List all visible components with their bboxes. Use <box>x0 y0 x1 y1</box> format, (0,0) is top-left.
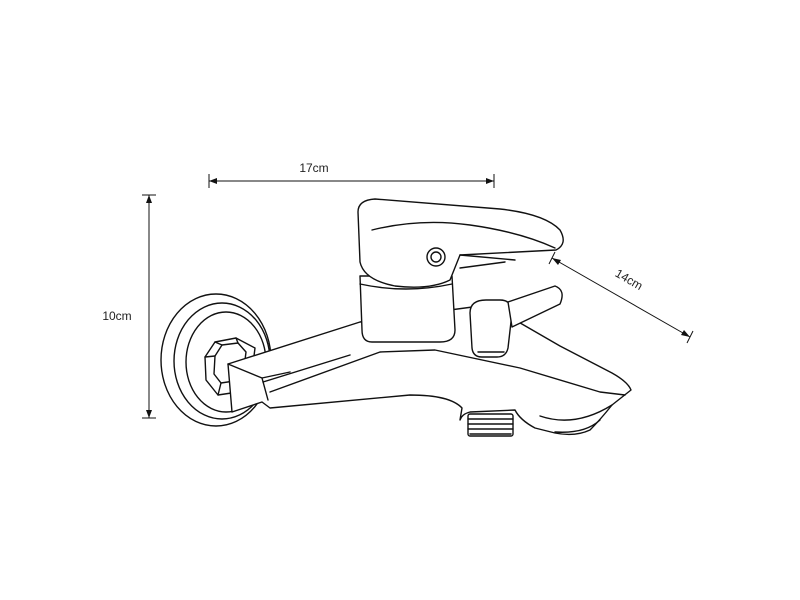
depth-dimension-line <box>551 257 691 338</box>
faucet-body <box>227 305 632 436</box>
height-arrow-top <box>146 195 152 203</box>
cartridge-collar <box>359 275 456 343</box>
width-arrow-left <box>209 178 217 184</box>
faucet-illustration <box>160 198 632 437</box>
height-label: 10cm <box>102 309 131 323</box>
height-dimension: 10cm <box>102 194 156 419</box>
width-label: 17cm <box>299 161 328 175</box>
lever-handle <box>357 198 564 288</box>
lever-pivot-icon <box>426 247 446 267</box>
width-arrow-right <box>486 178 494 184</box>
diverter-knob <box>469 285 563 358</box>
height-arrow-bottom <box>146 410 152 418</box>
depth-arrow-top <box>552 258 561 265</box>
aerator-outlet <box>467 413 514 437</box>
depth-label: 14cm <box>613 266 645 293</box>
depth-dimension: 14cm <box>548 251 694 344</box>
depth-arrow-bottom <box>681 330 690 337</box>
width-dimension: 17cm <box>208 161 495 188</box>
